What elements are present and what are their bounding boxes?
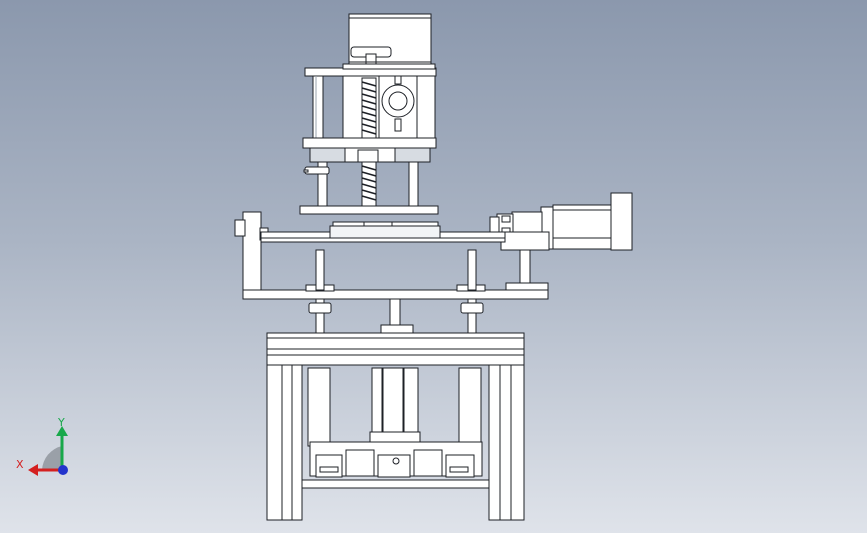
triad-plane [42, 446, 62, 470]
lead-screw-upper [361, 77, 377, 139]
axis-triad: Y X [16, 416, 68, 476]
side-bracket [500, 231, 550, 294]
base-frame [266, 332, 525, 521]
x-axis-arrowhead [28, 464, 38, 476]
middle-plate [302, 137, 437, 163]
base-inner-columns [307, 367, 482, 447]
y-axis-label: Y [57, 416, 65, 429]
lower-guide-posts [303, 161, 419, 209]
y-axis-arrowhead [56, 426, 68, 436]
z-axis-dot [58, 465, 68, 475]
gearbox-housing [342, 75, 436, 139]
left-bearing-block [234, 211, 269, 299]
horizontal-beam [260, 225, 506, 243]
lead-screw-lower [361, 161, 377, 207]
x-axis-label: X [16, 458, 24, 471]
support-plate [242, 284, 549, 300]
top-motor [348, 13, 432, 69]
support-rods [308, 249, 484, 334]
upper-plate [304, 63, 437, 77]
bottom-drive [309, 441, 483, 478]
